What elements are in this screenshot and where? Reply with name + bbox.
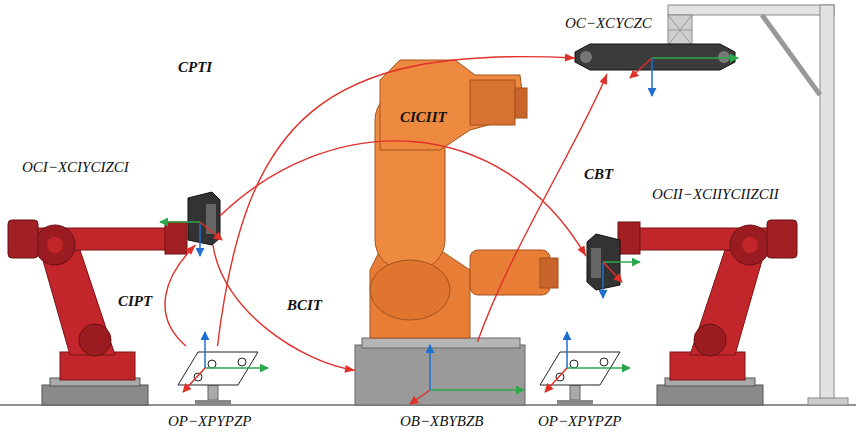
x-axis [652,57,738,59]
frame-node: OC−XCYCZC [575,42,735,74]
robot-head [380,60,525,150]
camera-body [575,44,735,70]
transform-label: CIPT [116,292,154,310]
transform-arrow [213,245,355,373]
z-axis [651,58,653,96]
camera-face [591,248,601,278]
frame-label: OCII−XCIIYCIIZCII [652,185,779,203]
y-axis [410,390,430,404]
transform-curve [218,57,576,346]
right-robot [618,220,797,405]
y-axis [630,58,652,78]
frame-label: OC−XCYCZC [565,14,652,32]
workpiece-right [540,332,630,405]
transform-label: BCIT [285,296,324,314]
robot-turret [370,250,470,338]
robot-wrist [470,80,515,125]
transform-arrow [220,141,586,256]
frame-node: OP−XPYPZP [530,346,620,396]
camera-mount [668,15,692,45]
transform-arrow [218,53,576,346]
frame-label: OP−XPYPZP [538,412,621,430]
workpiece-left [178,332,268,405]
transform-label: CICIIT [398,108,449,126]
z-axis [429,345,431,390]
frame-label: OB−XBYBZB [400,412,483,430]
frame-node: OB−XBYBZB [355,342,525,405]
transform-curve [165,245,196,346]
robot-base [355,345,525,405]
mount-lattice [668,15,692,45]
frame-label: OP−XPYPZP [168,412,251,430]
y-axis [200,222,222,240]
transform-curve [213,245,355,370]
gantry-brace [762,15,820,95]
gantry-post [820,5,834,400]
frame-node: OP−XPYPZP [168,346,258,396]
camera-lens [718,51,730,63]
arrow-head [565,53,575,61]
transform-label: CPTI [176,58,214,76]
transform-curve [220,141,586,256]
z-axis [199,222,201,256]
robot-motor [470,250,550,295]
y-axis [603,262,622,282]
transform-label: CBT [582,165,615,183]
camera-lens [580,51,592,63]
left-robot [8,220,187,405]
robot-shoulder [370,260,450,320]
transform-arrow [165,245,196,346]
robot-motor-cap [540,258,558,288]
frame-node: OCII−XCIIYCIIZCII [586,233,621,291]
global-camera [575,44,738,96]
arrow-head [186,245,196,255]
hand-camera-right [587,234,640,298]
x-axis [160,221,200,223]
gantry-foot [808,398,848,405]
robot-flange [515,88,527,118]
transform-curve [477,74,607,342]
arrow-head [345,365,355,373]
x-axis [603,261,640,263]
z-axis [602,262,604,298]
transform-arrow [477,74,607,342]
camera-face [206,204,216,234]
frame-node: OCI−XCIYCIZCI [185,192,220,245]
camera-body [188,192,220,245]
arrow-head [600,74,607,85]
robot-plate [362,338,520,348]
gantry-beam [668,5,834,15]
frame-label: OCI−XCIYCIZCI [22,158,129,176]
arrow-head [577,246,586,257]
x-axis [430,389,524,391]
orange-robot [355,60,558,405]
